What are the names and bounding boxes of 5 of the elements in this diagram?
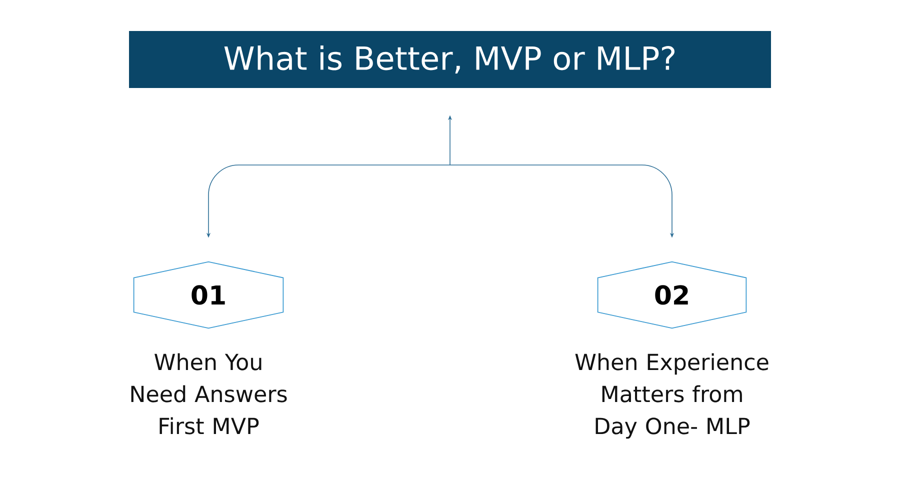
caption-text: When Experience Matters from Day One- MLP bbox=[575, 353, 768, 439]
caption-text: When You Need Answers First MVP bbox=[131, 353, 287, 434]
title-banner: What is Better, MVP or MLP? bbox=[129, 31, 771, 88]
hexagon-box: 01 bbox=[133, 261, 284, 329]
hexagon-box: 02 bbox=[597, 261, 747, 329]
